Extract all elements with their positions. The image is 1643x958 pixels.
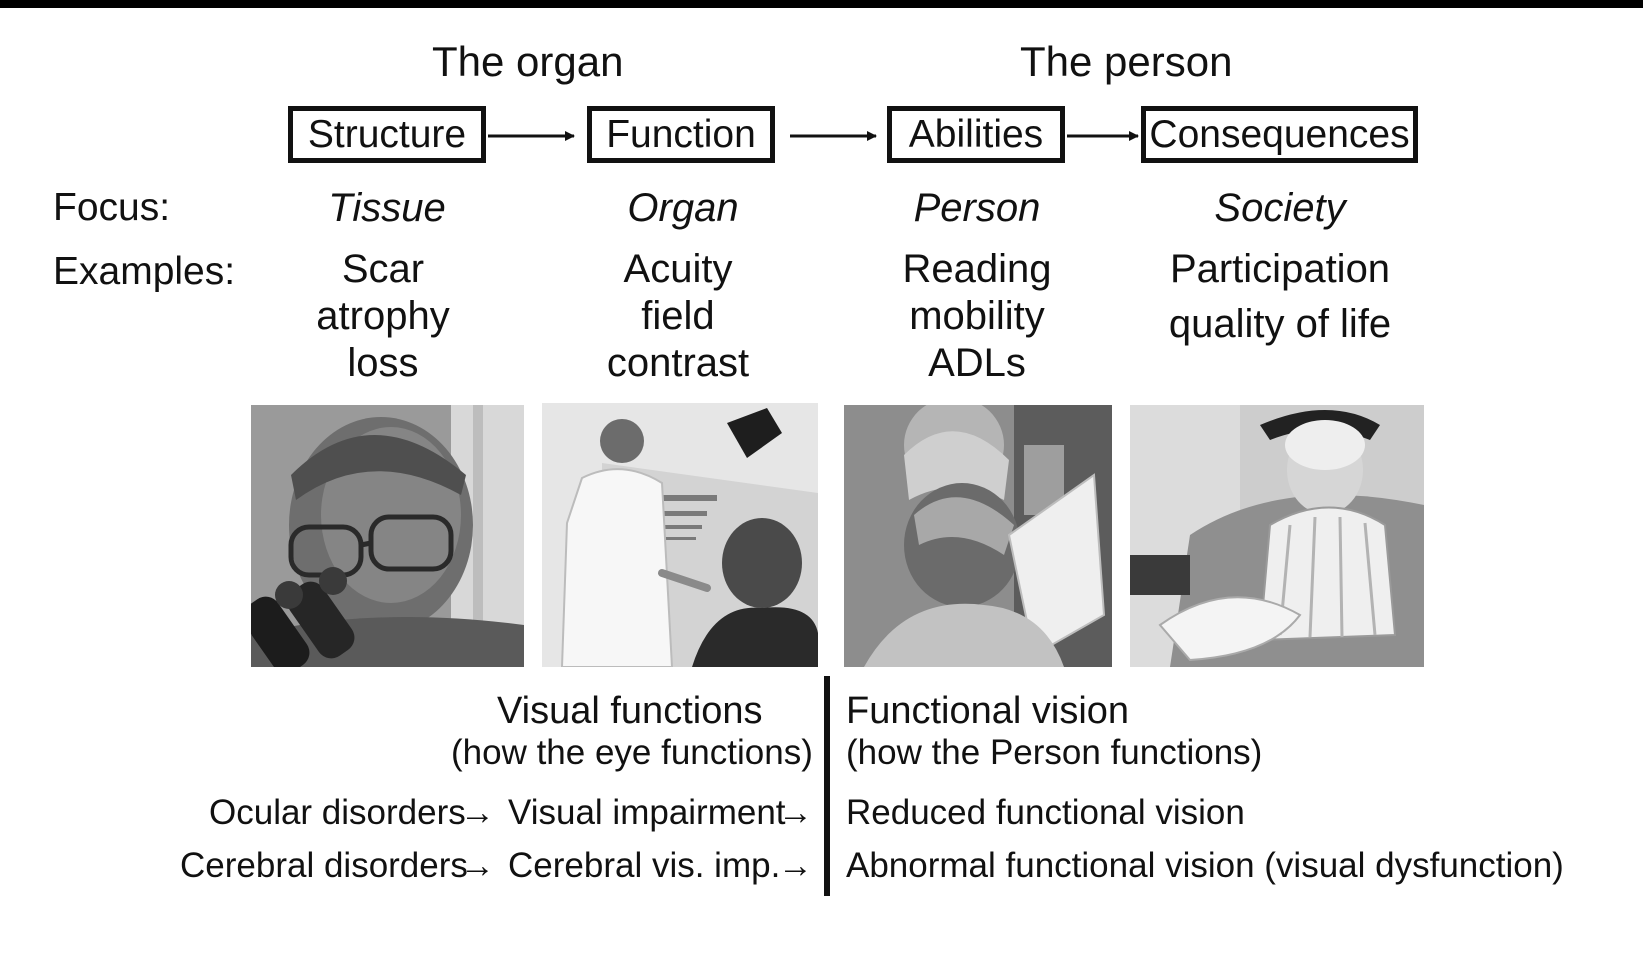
- functional-vision-title: Functional vision: [846, 690, 1130, 732]
- stage-box-abilities: Abilities: [887, 106, 1065, 163]
- stage-label: Abilities: [908, 112, 1044, 156]
- diagram-canvas: The organ The person Structure Function …: [0, 8, 1643, 958]
- cause-ocular-disorders: Ocular disorders: [209, 793, 466, 832]
- impairment-cerebral: Cerebral vis. imp.: [508, 846, 781, 885]
- functional-vision-subtitle: (how the Person functions): [846, 733, 1263, 772]
- examples-structure: Scar atrophy loss: [283, 246, 483, 387]
- photo-man-at-microscope: [251, 405, 524, 667]
- examples-abilities: Reading mobility ADLs: [877, 246, 1077, 387]
- example-item: Participation: [1169, 247, 1391, 291]
- photo-woman-knitting: [1130, 405, 1424, 667]
- visual-functions-title: Visual functions: [497, 690, 763, 732]
- examples-consequences: Participation quality of life: [1140, 246, 1420, 348]
- example-item: loss: [347, 341, 419, 385]
- example-item: mobility: [909, 294, 1045, 338]
- photo-doctor-with-eye-chart: [542, 403, 818, 667]
- visual-functions-subtitle: (how the eye functions): [451, 733, 813, 772]
- focus-organ: Organ: [627, 186, 739, 230]
- result-reduced-functional-vision: Reduced functional vision: [846, 793, 1245, 832]
- stage-label: Function: [606, 112, 756, 156]
- cause-cerebral-disorders: Cerebral disorders: [180, 846, 468, 885]
- examples-function: Acuity field contrast: [578, 246, 778, 387]
- header-person: The person: [1020, 38, 1233, 85]
- photo-woman-reading: [844, 405, 1112, 667]
- stage-label: Structure: [307, 112, 467, 156]
- example-item: ADLs: [928, 341, 1026, 385]
- stage-box-function: Function: [587, 106, 775, 163]
- header-organ: The organ: [432, 38, 624, 85]
- focus-society: Society: [1214, 186, 1346, 230]
- stage-label: Consequences: [1149, 112, 1410, 156]
- example-item: field: [641, 294, 715, 338]
- stage-box-consequences: Consequences: [1141, 106, 1418, 163]
- example-item: contrast: [606, 341, 750, 385]
- arrow-glyph: →: [778, 793, 813, 832]
- example-item: atrophy: [316, 294, 450, 338]
- vertical-divider: [824, 676, 830, 896]
- focus-tissue: Tissue: [328, 186, 446, 230]
- focus-label: Focus:: [53, 186, 171, 229]
- result-abnormal-functional-vision: Abnormal functional vision (visual dysfu…: [846, 846, 1564, 885]
- examples-label: Examples:: [53, 250, 236, 293]
- example-item: Scar: [341, 247, 425, 291]
- eye-chart-letters: [637, 495, 717, 540]
- stage-box-structure: Structure: [288, 106, 486, 163]
- stage-arrows: [488, 131, 1139, 141]
- arrow-glyph: →: [460, 846, 495, 885]
- arrow-glyph: →: [460, 793, 495, 832]
- example-item: quality of life: [1168, 302, 1392, 346]
- example-item: Reading: [902, 247, 1052, 291]
- arrow-glyph: →: [778, 846, 813, 885]
- example-item: Acuity: [623, 247, 733, 291]
- impairment-visual: Visual impairment: [508, 793, 786, 832]
- focus-person: Person: [913, 186, 1041, 230]
